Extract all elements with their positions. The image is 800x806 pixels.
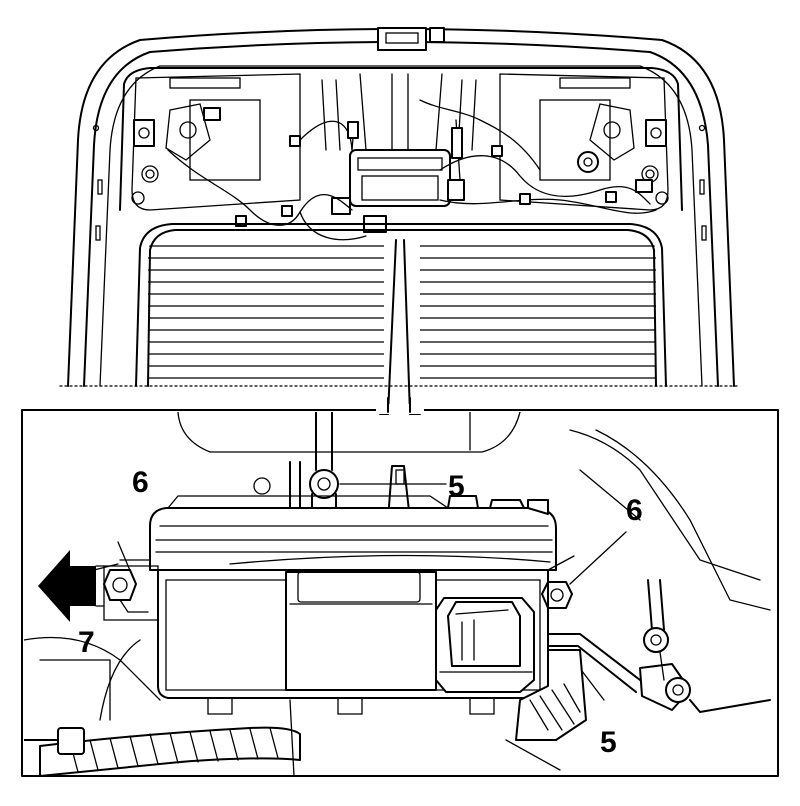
callout-6-left: 6 (132, 466, 149, 499)
fastener-right (541, 555, 575, 609)
detail-view: 5 5 6 6 7 (21, 397, 779, 777)
direction-arrow (38, 550, 96, 622)
fastener-left (103, 559, 159, 621)
callout-7: 7 (78, 626, 95, 659)
callout-6-right: 6 (626, 494, 643, 527)
callout-5-top: 5 (448, 470, 465, 503)
control-module (149, 495, 557, 715)
callout-5-bottom: 5 (600, 726, 617, 759)
tailgate-overview (59, 27, 741, 390)
